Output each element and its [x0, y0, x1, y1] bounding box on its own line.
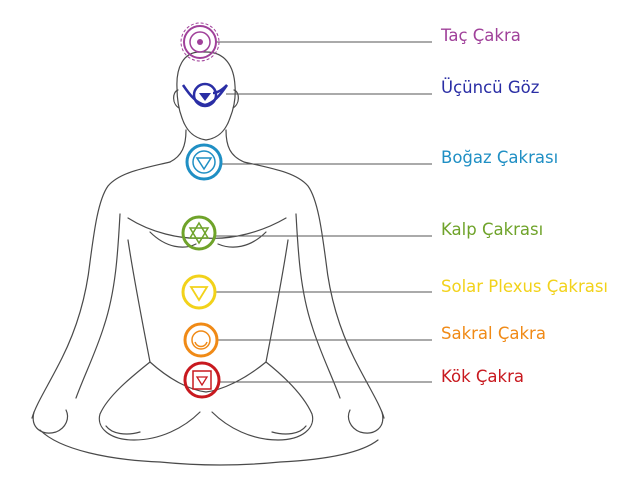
- figure-neck-right: [225, 129, 245, 163]
- label-root-chakra: Kök Çakra: [441, 367, 524, 386]
- figure-shoulder-left: [31, 161, 171, 419]
- figure-ear-right: [232, 89, 239, 109]
- connector-lines: [216, 41, 432, 383]
- figure-hand-left: [32, 409, 69, 434]
- figure-foot-left: [105, 425, 141, 435]
- figure-ear-left: [173, 89, 180, 109]
- third-eye-chakra-icon: [181, 82, 229, 108]
- root-chakra-icon: [183, 361, 221, 399]
- throat-chakra-icon: [185, 143, 223, 181]
- figure-head: [176, 51, 236, 141]
- label-sacral-chakra: Sakral Çakra: [441, 324, 546, 343]
- figure-pec-left: [149, 231, 197, 248]
- figure-pec-right: [217, 231, 267, 248]
- figure-foot-right: [271, 425, 307, 435]
- solar-plexus-chakra-icon: [181, 274, 217, 310]
- figure-leg-left: [98, 361, 201, 441]
- figure-shoulder-right: [243, 161, 385, 419]
- figure-legs-outline: [39, 429, 379, 466]
- figure-torso-left: [127, 239, 151, 363]
- label-throat-chakra: Boğaz Çakrası: [441, 148, 559, 167]
- label-solar-plexus-chakra: Solar Plexus Çakrası: [441, 277, 609, 296]
- heart-chakra-icon: [181, 215, 217, 251]
- figure-inner-arm-left: [75, 213, 121, 399]
- meditating-figure: [31, 51, 385, 466]
- label-crown-chakra: Taç Çakra: [441, 26, 521, 45]
- figure-torso-right: [265, 239, 289, 363]
- label-heart-chakra: Kalp Çakrası: [441, 220, 544, 239]
- figure-leg-right: [211, 361, 314, 441]
- figure-hand-right: [347, 409, 384, 434]
- figure-inner-arm-right: [295, 213, 341, 399]
- figure-neck-left: [169, 129, 187, 163]
- crown-chakra-icon: [180, 22, 220, 62]
- label-third-eye-chakra: Üçüncü Göz: [441, 78, 540, 97]
- figure-hips: [149, 361, 267, 393]
- sacral-chakra-icon: [183, 322, 219, 358]
